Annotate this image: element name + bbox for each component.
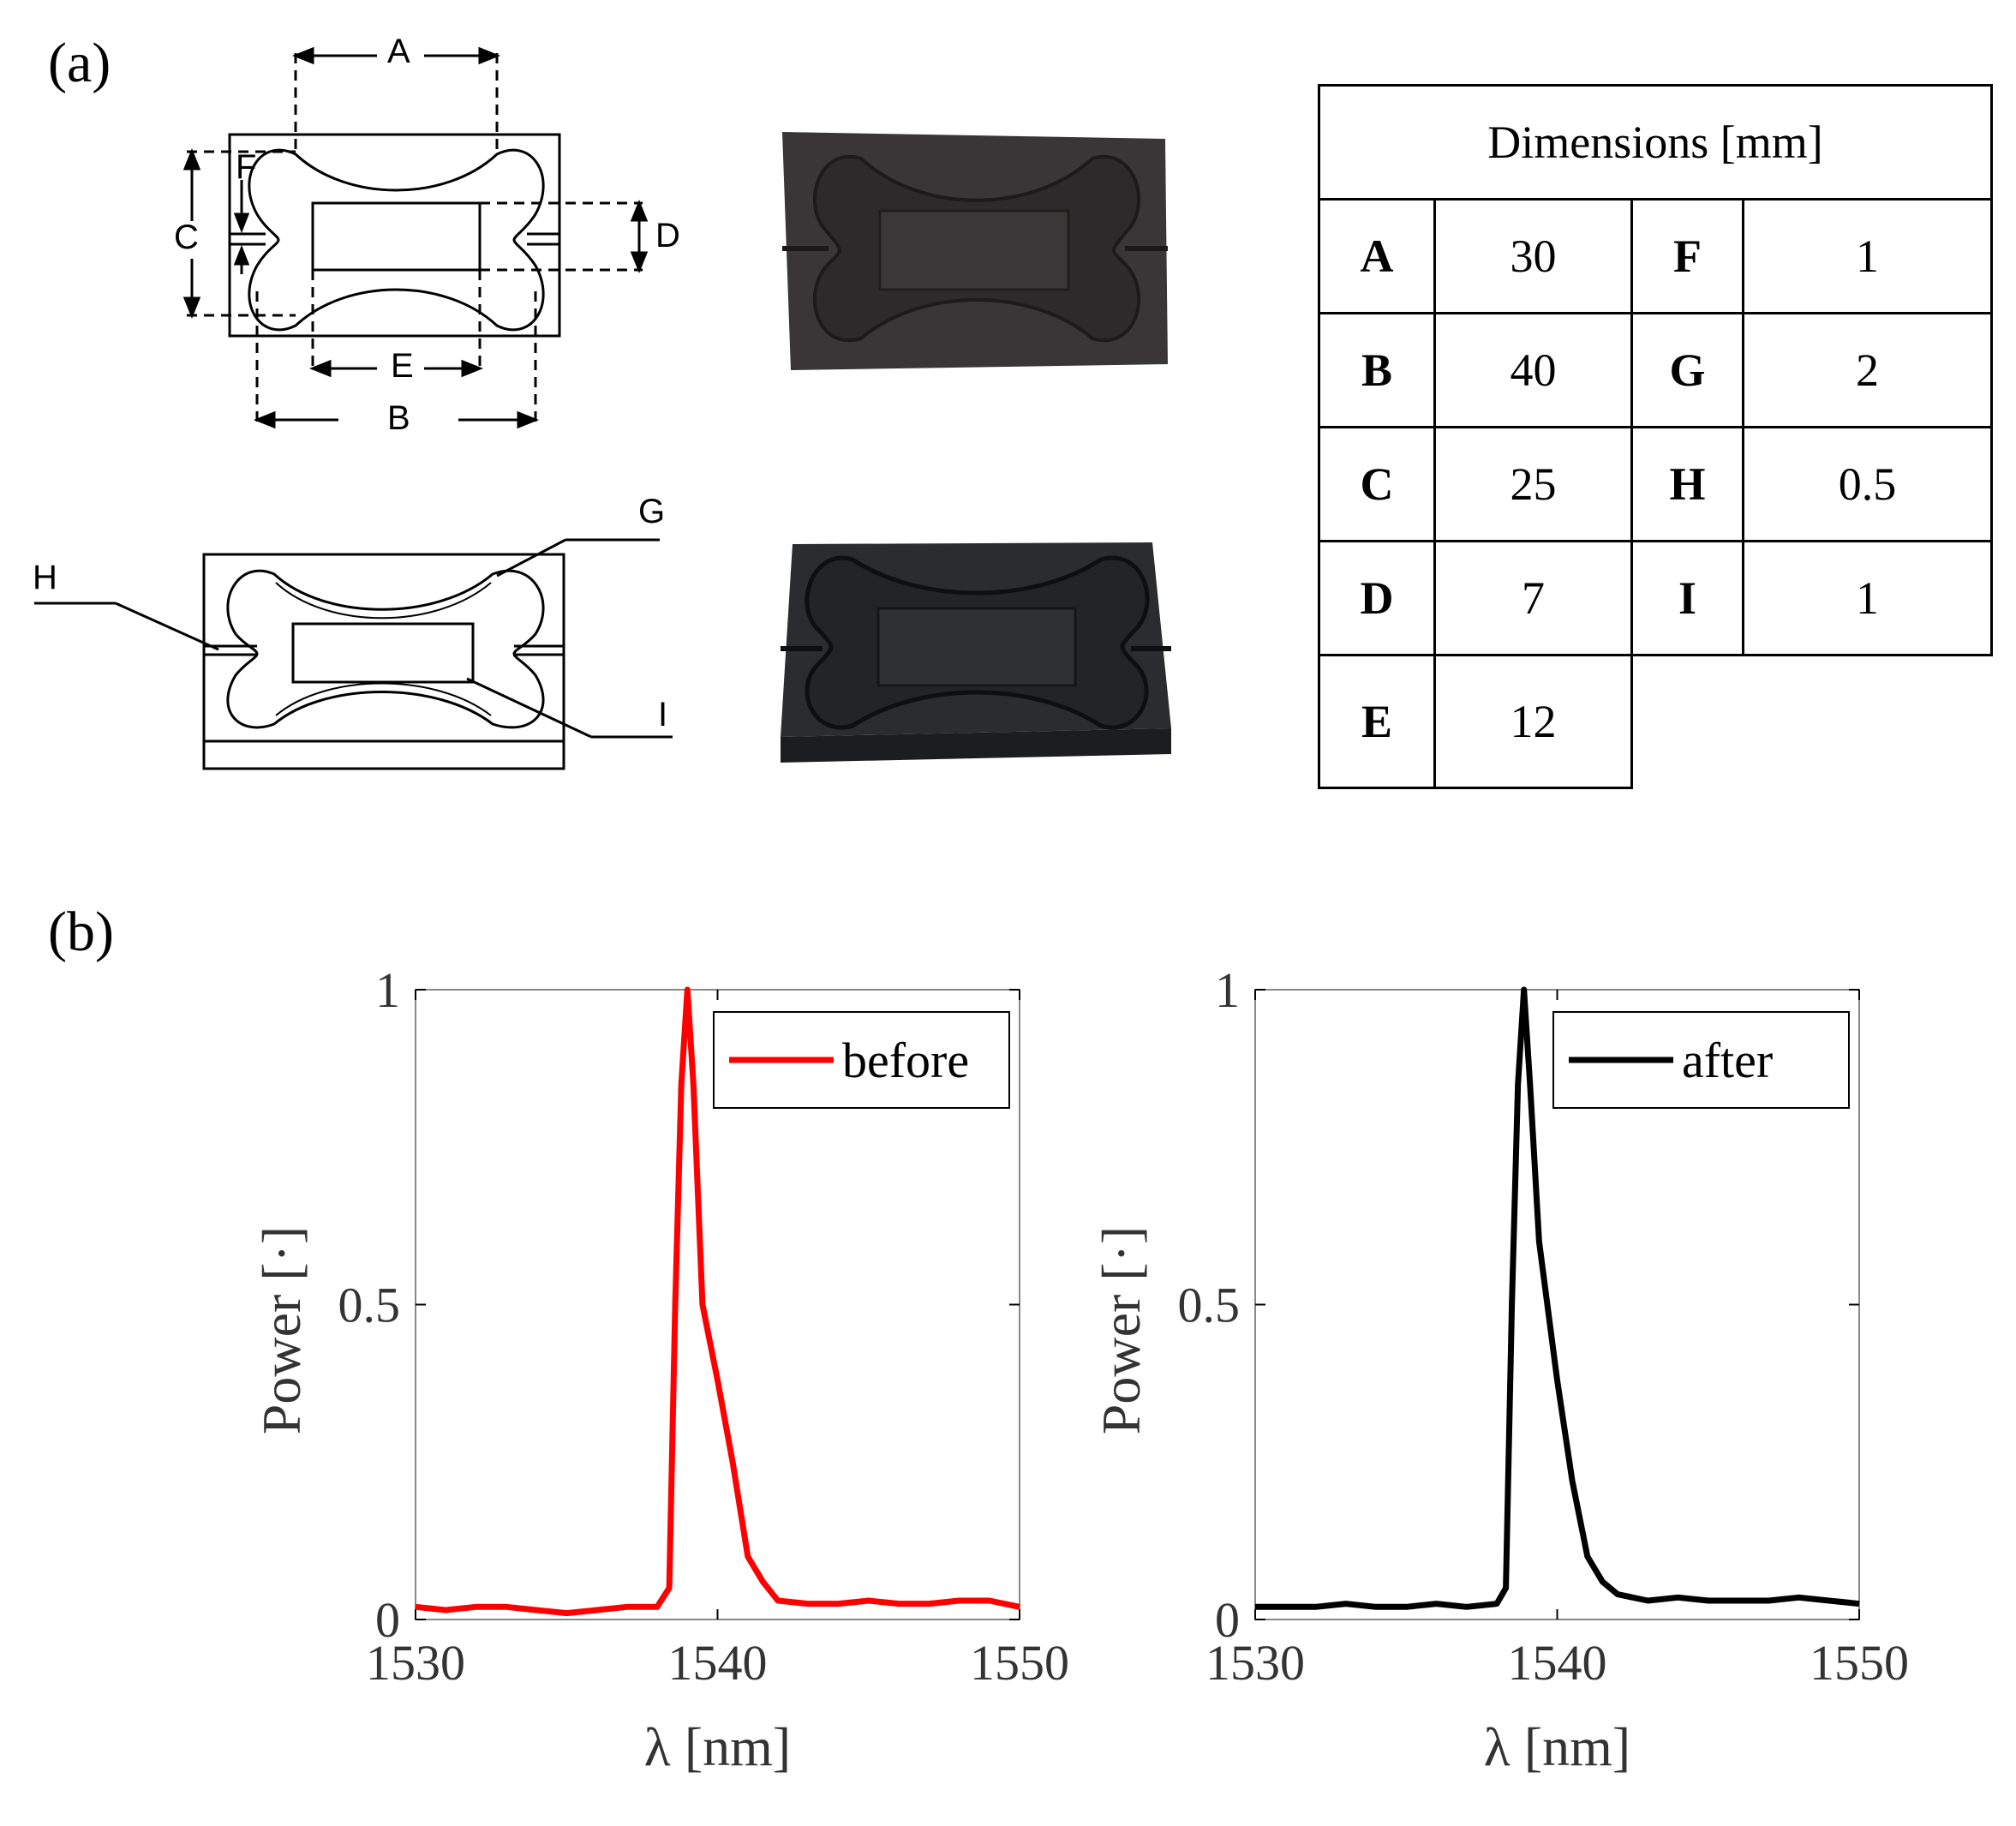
table-value: 7 (1433, 540, 1633, 656)
table-row: E 12 (1318, 654, 1992, 789)
x-tick-label: 1550 (1810, 1635, 1909, 1691)
dim-label-e: E (391, 347, 414, 385)
y-axis-label: Power [·] (1091, 1226, 1152, 1434)
x-axis-label: λ [nm] (644, 1716, 791, 1777)
table-key: B (1318, 312, 1436, 428)
x-tick-label: 1540 (1508, 1635, 1607, 1691)
table-empty-cell (1632, 656, 1992, 788)
y-axis-label: Power [·] (251, 1226, 312, 1434)
table-key: F (1630, 198, 1744, 314)
table-key: E (1318, 654, 1436, 789)
y-tick-label: 0.5 (1178, 1278, 1241, 1333)
table-key: I (1630, 540, 1744, 656)
legend-label: after (1682, 1033, 1773, 1088)
dimensions-table: Dimensions [mm] A 30 F 1 B 40 G 2 C 25 H… (1318, 84, 1993, 789)
dim-label-b: B (387, 399, 410, 437)
table-row: D 7 I 1 (1318, 540, 1993, 656)
table-row: A 30 F 1 (1318, 198, 1993, 314)
table-value: 40 (1433, 312, 1633, 428)
table-value: 30 (1433, 198, 1633, 314)
schematic-bottom (34, 538, 673, 770)
table-row: B 40 G 2 (1318, 312, 1993, 428)
chart-after: 1530 1540 1550 0 0.5 1 λ [nm] Power [·] after (1091, 962, 1909, 1777)
dim-label-d: D (655, 217, 680, 254)
table-header: Dimensions [mm] (1318, 84, 1993, 201)
x-tick-label: 1550 (970, 1635, 1069, 1691)
y-tick-label: 1 (375, 962, 400, 1018)
table-key: G (1630, 312, 1744, 428)
y-tick-label: 1 (1215, 962, 1240, 1018)
table-value: 1 (1742, 198, 1993, 314)
chart-before: 1530 1540 1550 0 0.5 1 λ [nm] Power [·] before (251, 962, 1069, 1777)
table-row: C 25 H 0.5 (1318, 426, 1993, 542)
series-line-after (1255, 986, 1860, 1610)
x-tick-label: 1540 (668, 1635, 768, 1691)
dim-label-i: I (658, 696, 668, 733)
dim-label-f: F (236, 148, 257, 186)
table-value: 12 (1433, 654, 1633, 789)
y-tick-label: 0 (375, 1592, 400, 1648)
y-tick-label: 0 (1215, 1592, 1240, 1648)
photo-bottom-mold (781, 542, 1171, 763)
table-key: A (1318, 198, 1436, 314)
y-tick-label: 0.5 (338, 1278, 401, 1333)
panel-a-label: (a) (48, 32, 111, 94)
table-key: D (1318, 540, 1436, 656)
legend-label: before (842, 1033, 969, 1088)
table-value: 0.5 (1742, 426, 1993, 542)
schematic-top (182, 46, 649, 429)
table-value: 2 (1742, 312, 1993, 428)
dim-label-a: A (387, 33, 410, 70)
x-tick-label: 1530 (366, 1635, 465, 1691)
series-line-before (415, 986, 1020, 1617)
x-axis-label: λ [nm] (1484, 1716, 1630, 1777)
table-value: 1 (1742, 540, 1993, 656)
dim-label-g: G (638, 493, 666, 530)
table-value: 25 (1433, 426, 1633, 542)
panel-b-label: (b) (48, 901, 114, 963)
x-tick-label: 1530 (1205, 1635, 1305, 1691)
table-key: C (1318, 426, 1436, 542)
dim-label-c: C (174, 219, 199, 256)
photo-top-mold (782, 132, 1168, 370)
dim-label-h: H (33, 559, 57, 596)
table-key: H (1630, 426, 1744, 542)
